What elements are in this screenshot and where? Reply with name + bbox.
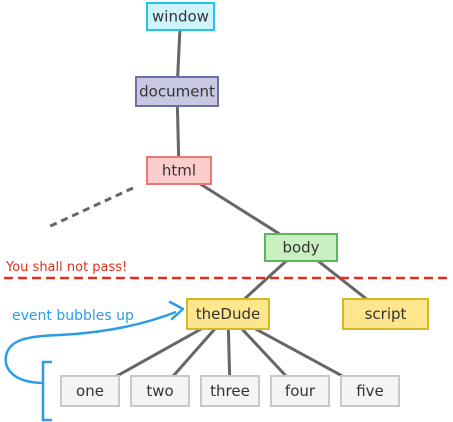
node-html: html [146,156,212,185]
node-label-one: one [76,382,104,400]
node-box-html [146,156,212,185]
node-box-five [340,375,400,407]
node-box-two [130,375,190,407]
node-label-window: window [152,8,209,26]
node-three: three [200,375,260,407]
node-box-window [146,2,215,31]
node-window: window [146,2,215,31]
node-four: four [270,375,330,407]
node-body: body [264,233,338,262]
node-label-script: script [365,305,407,323]
node-one: one [60,375,120,407]
node-box-script [342,298,429,330]
node-label-body: body [282,239,319,257]
bubble-arrow-head [168,300,185,321]
node-box-thedude [186,298,270,330]
node-label-document: document [139,83,215,101]
truncated-branch-edge [45,186,134,230]
node-label-thedude: theDude [196,305,260,323]
node-two: two [130,375,190,407]
node-label-four: four [285,382,316,400]
bubble-label: event bubbles up [12,308,134,324]
node-box-three [200,375,260,407]
node-box-body [264,233,338,262]
barrier-label: You shall not pass! [5,260,127,275]
node-label-five: five [356,382,384,400]
node-label-two: two [146,382,173,400]
children-bracket [41,360,52,422]
tree-edges [89,16,387,393]
node-box-one [60,375,120,407]
node-box-four [270,375,330,407]
node-five: five [340,375,400,407]
node-box-document [135,76,219,107]
node-thedude: theDude [186,298,270,330]
node-script: script [342,298,429,330]
bubble-arrow [4,310,177,385]
node-label-three: three [210,382,250,400]
node-label-html: html [162,162,196,180]
node-document: document [135,76,219,107]
tree-nodes: window document html body theDude script one tw… [60,2,429,407]
